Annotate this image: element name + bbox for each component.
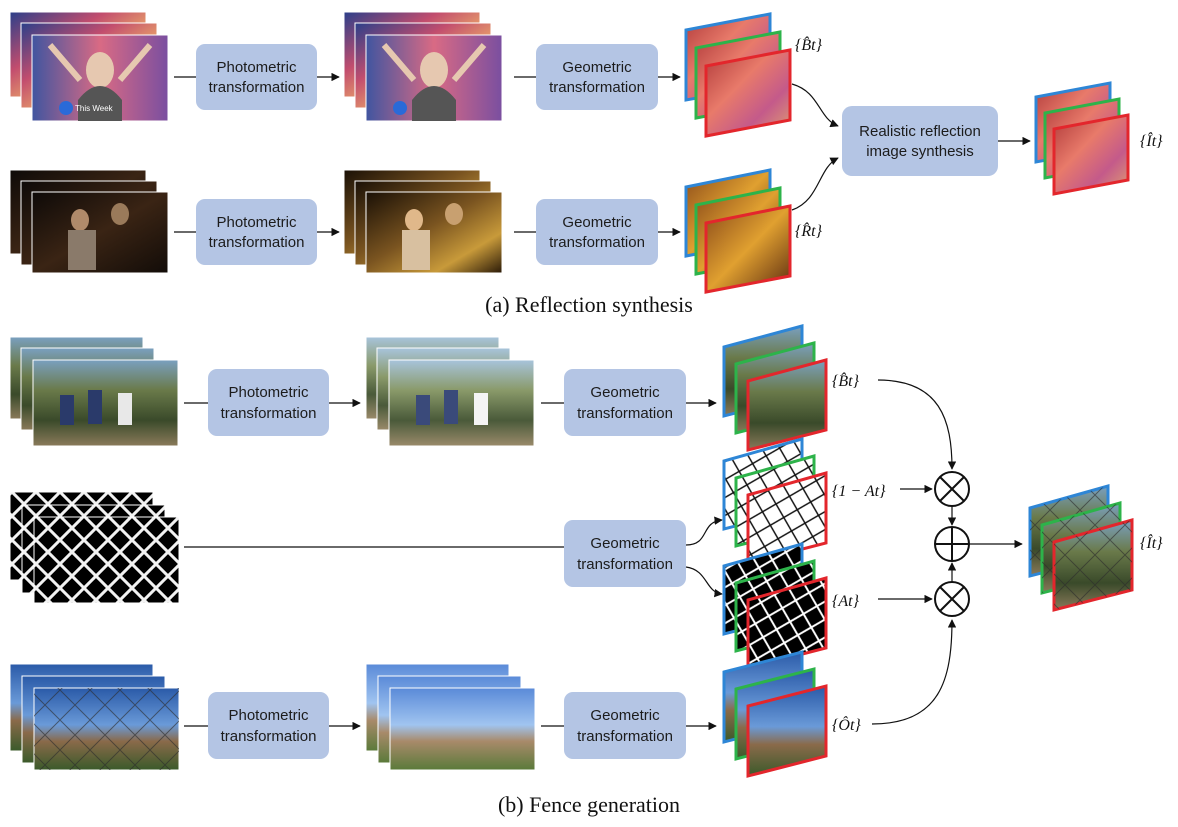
r-hat-label-a: {R̂t} — [795, 221, 823, 240]
a-frames — [722, 542, 828, 670]
geometric-box-b3: Geometric transformation — [564, 692, 686, 759]
svg-text:transformation: transformation — [221, 728, 317, 745]
photometric-box-b1: Photometric transformation — [208, 369, 329, 436]
a-label: {At} — [832, 593, 860, 610]
i-hat-label-a: {Ît} — [1140, 131, 1163, 150]
svg-text:transformation: transformation — [209, 234, 305, 251]
svg-text:transformation: transformation — [577, 556, 673, 573]
svg-text:Photometric: Photometric — [228, 384, 309, 401]
row-a1-source-stack: This Week — [9, 11, 169, 122]
i-hat-frames-b — [1028, 484, 1134, 612]
one-minus-a-label: {1 − At} — [832, 483, 886, 500]
svg-text:Photometric: Photometric — [216, 214, 297, 231]
row-b3-source-stack — [9, 663, 180, 771]
svg-text:Geometric: Geometric — [562, 214, 632, 231]
svg-text:Photometric: Photometric — [228, 707, 309, 724]
svg-text:transformation: transformation — [549, 234, 645, 251]
svg-text:transformation: transformation — [221, 405, 317, 422]
svg-text:Geometric: Geometric — [590, 707, 660, 724]
svg-text:transformation: transformation — [577, 728, 673, 745]
one-minus-a-frames — [722, 437, 828, 565]
multiply-operator-top — [934, 471, 970, 507]
svg-text:Geometric: Geometric — [562, 59, 632, 76]
caption-b: (b) Fence generation — [498, 792, 680, 817]
i-hat-label-b: {Ît} — [1140, 533, 1163, 552]
svg-text:image synthesis: image synthesis — [866, 143, 974, 160]
b-hat-frames-a — [684, 12, 792, 138]
geometric-box-b1: Geometric transformation — [564, 369, 686, 436]
photometric-box-b3: Photometric transformation — [208, 692, 329, 759]
photometric-box-a2: Photometric transformation — [196, 199, 317, 265]
row-a2-photometric-stack — [343, 169, 503, 274]
svg-text:Realistic reflection: Realistic reflection — [859, 123, 981, 140]
add-operator — [934, 526, 970, 562]
row-b2-fence-stack — [9, 491, 180, 604]
geometric-box-a1: Geometric transformation — [536, 44, 658, 110]
r-hat-frames-a — [684, 168, 792, 294]
geometric-box-b2: Geometric transformation — [564, 520, 686, 587]
multiply-operator-bottom — [934, 581, 970, 617]
svg-text:Geometric: Geometric — [590, 384, 660, 401]
svg-text:transformation: transformation — [577, 405, 673, 422]
row-b1-photometric-stack — [365, 336, 535, 447]
svg-text:Photometric: Photometric — [216, 59, 297, 76]
svg-text:Geometric: Geometric — [590, 535, 660, 552]
svg-text:transformation: transformation — [549, 79, 645, 96]
b-hat-label-a: {B̂t} — [795, 35, 823, 54]
photometric-box-a1: Photometric transformation — [196, 44, 317, 110]
caption-a: (a) Reflection synthesis — [485, 292, 693, 317]
row-a1-photometric-stack — [343, 11, 503, 122]
o-hat-frames — [722, 650, 828, 778]
svg-text:transformation: transformation — [209, 79, 305, 96]
b-hat-label-b: {B̂t} — [832, 371, 860, 390]
o-hat-label: {Ôt} — [832, 715, 861, 734]
b-hat-frames-b — [722, 324, 828, 452]
i-hat-frames-a — [1034, 81, 1130, 196]
synthesis-box: Realistic reflection image synthesis — [842, 106, 998, 176]
video-overlay-text: This Week — [75, 104, 114, 113]
row-a2-source-stack — [9, 169, 169, 274]
row-b3-photometric-stack — [365, 663, 536, 771]
geometric-box-a2: Geometric transformation — [536, 199, 658, 265]
row-b1-source-stack — [9, 336, 179, 447]
